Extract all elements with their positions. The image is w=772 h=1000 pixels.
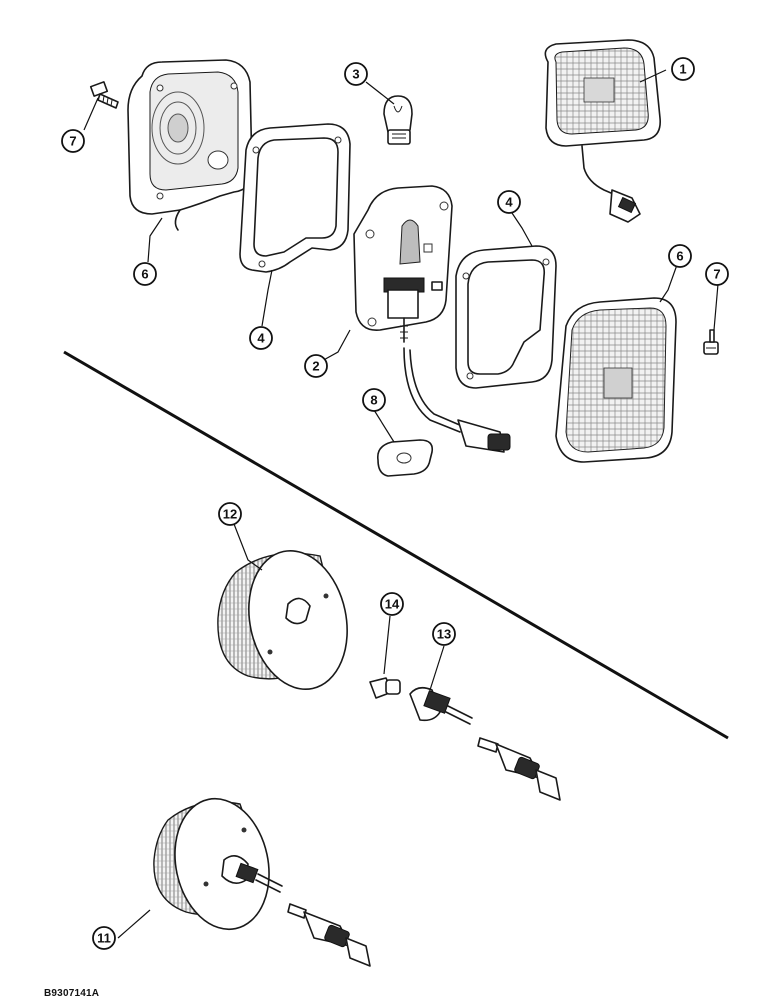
socket-part-13	[409, 686, 561, 801]
callout-number: 14	[385, 597, 400, 612]
callout-circle	[304, 354, 328, 378]
callout-c7a: 7	[61, 129, 85, 153]
callout-number: 3	[352, 67, 359, 82]
callout-circle	[705, 262, 729, 286]
callout-circle	[497, 190, 521, 214]
callout-number: 8	[370, 393, 377, 408]
callout-c3: 3	[344, 62, 368, 86]
lamp-housing-part-6-left	[127, 59, 253, 231]
callout-number: 11	[97, 931, 111, 946]
callout-c13: 13	[432, 622, 456, 646]
callout-circle	[380, 592, 404, 616]
callout-number: 6	[676, 249, 683, 264]
leader-lines	[83, 69, 719, 939]
callout-circle	[671, 57, 695, 81]
round-lamp-part-11	[153, 797, 371, 967]
callout-circle	[668, 244, 692, 268]
drawing-code-label: B9307141A	[44, 988, 100, 999]
callout-c12: 12	[218, 502, 242, 526]
callout-number: 1	[679, 62, 686, 77]
grommet-part-8	[376, 439, 434, 477]
callout-number: 4	[257, 331, 265, 346]
gasket-part-4-left	[239, 123, 351, 273]
assembled-lamp-part-1	[544, 39, 661, 223]
callout-c1: 1	[671, 57, 695, 81]
callout-circle	[133, 262, 157, 286]
screw-part-7-left	[89, 81, 119, 109]
callout-number: 2	[312, 359, 319, 374]
callout-c6a: 6	[133, 262, 157, 286]
section-divider-line	[63, 350, 729, 740]
small-bulb-part-14	[369, 677, 401, 699]
callout-circle	[61, 129, 85, 153]
callout-c4b: 4	[497, 190, 521, 214]
callout-number: 6	[141, 267, 148, 282]
callout-c6b: 6	[668, 244, 692, 268]
lamp-lens-part-6-right	[555, 297, 677, 463]
screw-part-7-right	[703, 329, 719, 355]
callout-circle	[92, 926, 116, 950]
callout-number: 7	[713, 267, 720, 282]
callout-c7b: 7	[705, 262, 729, 286]
callout-circle	[344, 62, 368, 86]
round-lamp-part-12	[217, 550, 348, 690]
socket-plate-part-2	[353, 185, 453, 343]
callout-c4a: 4	[249, 326, 273, 350]
callout-c14: 14	[380, 592, 404, 616]
bulb-part-3	[383, 95, 413, 145]
socket-wire-harness	[403, 347, 511, 453]
callout-circle	[362, 388, 386, 412]
gasket-part-4-right	[455, 245, 557, 389]
callout-circle	[249, 326, 273, 350]
callout-circle	[432, 622, 456, 646]
callout-number: 12	[223, 507, 237, 522]
callout-number: 4	[505, 195, 513, 210]
callout-c11: 11	[92, 926, 116, 950]
callout-c2: 2	[304, 354, 328, 378]
callout-circle	[218, 502, 242, 526]
callout-number: 13	[437, 627, 451, 642]
callout-c8: 8	[362, 388, 386, 412]
callout-number: 7	[69, 134, 76, 149]
